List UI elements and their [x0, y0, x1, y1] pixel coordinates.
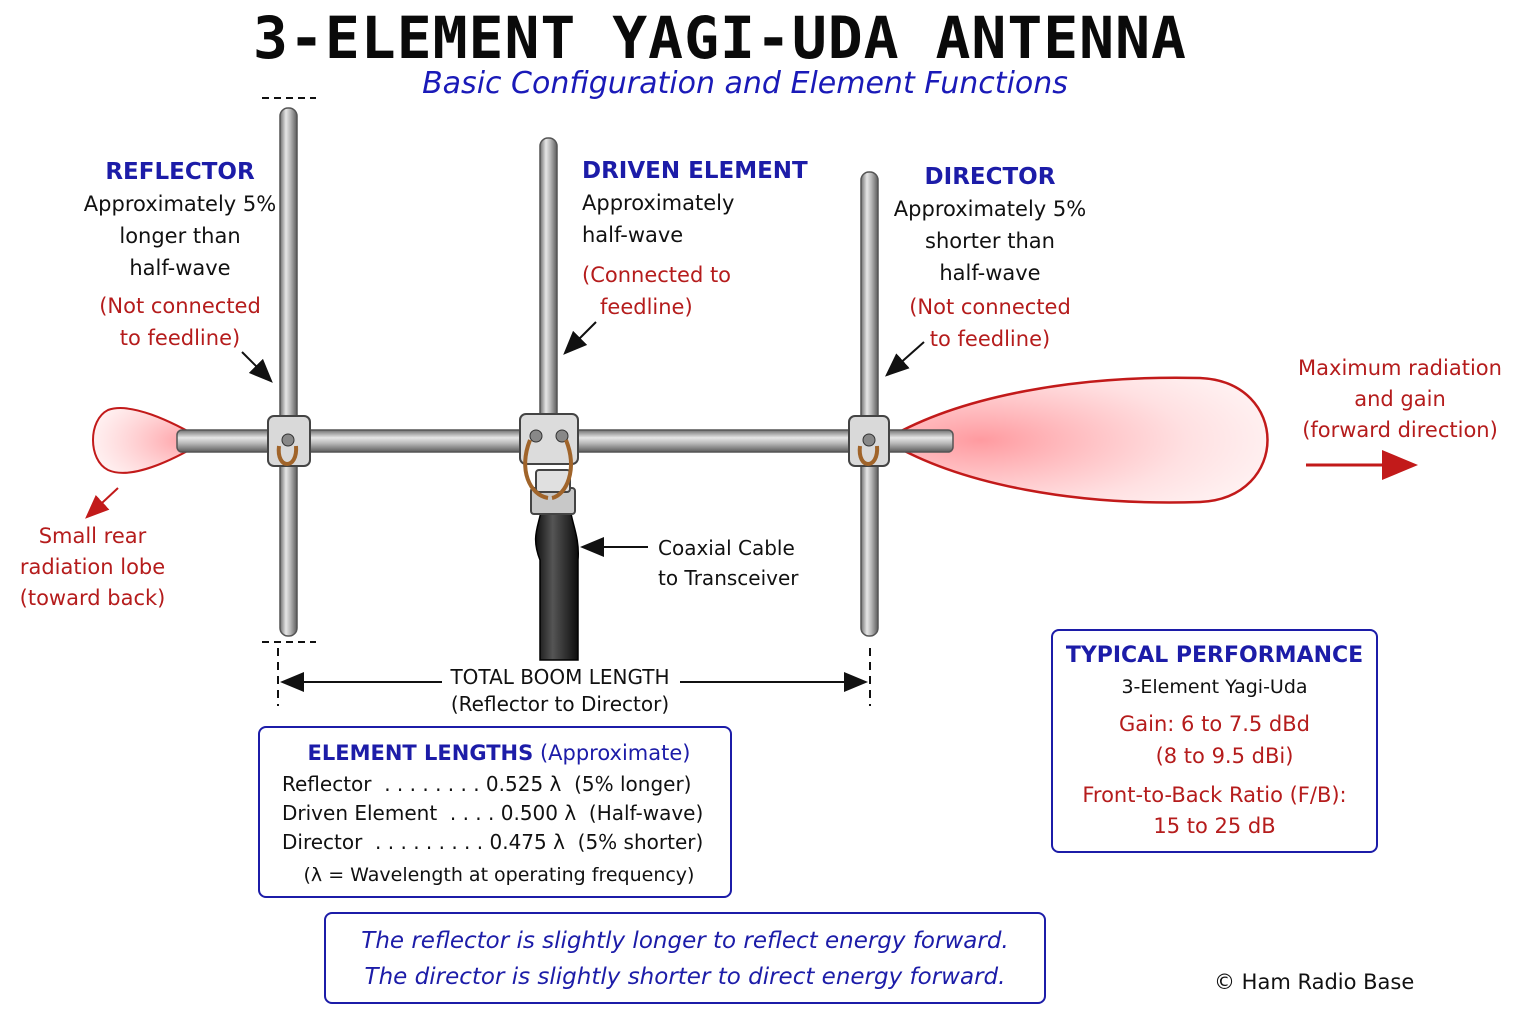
- performance-fb-value: 15 to 25 dB: [1153, 814, 1276, 838]
- coax-line-2: to Transceiver: [658, 566, 799, 590]
- reflector-heading: REFLECTOR: [105, 159, 255, 185]
- driven-element: [539, 137, 558, 429]
- driven-note-1: (Connected to: [582, 263, 732, 287]
- element-lengths-heading-suffix: (Approximate): [539, 741, 691, 765]
- performance-gain-dbi: (8 to 9.5 dBi): [1155, 744, 1294, 768]
- driven-note-2: feedline): [600, 295, 693, 319]
- director-label: DIRECTOR Approximately 5% shorter than h…: [885, 161, 1095, 355]
- element-lengths-heading: ELEMENT LENGTHS: [307, 741, 534, 765]
- summary-line-2: The director is slightly shorter to dire…: [364, 964, 1006, 990]
- rear-lobe-arrow: [85, 487, 119, 519]
- rear-lobe-label: Small rear radiation lobe (toward back): [10, 521, 175, 614]
- coax-label: Coaxial Cable to Transceiver: [658, 533, 799, 593]
- element-length-row: Director . . . . . . . . . 0.475 λ (5% s…: [282, 830, 704, 854]
- reflector-desc-1: Approximately 5%: [83, 192, 277, 216]
- forward-radiation-label: Maximum radiation and gain (forward dire…: [1290, 353, 1510, 446]
- summary-box: The reflector is slightly longer to refl…: [324, 912, 1046, 1004]
- director-heading: DIRECTOR: [924, 164, 1056, 190]
- reflector-note-1: (Not connected: [99, 294, 261, 318]
- reflector-element: [279, 107, 298, 637]
- copyright-text: © Ham Radio Base: [1214, 970, 1415, 994]
- rear-lobe-line-2: radiation lobe: [19, 555, 166, 579]
- rear-radiation-lobe: [92, 407, 207, 474]
- element-lengths-title: ELEMENT LENGTHS (Approximate): [282, 736, 716, 770]
- coax-line-1: Coaxial Cable: [658, 536, 795, 560]
- forward-radiation-lobe: [882, 376, 1269, 504]
- wavelength-note: (λ = Wavelength at operating frequency): [303, 864, 695, 886]
- driven-desc-1: Approximately: [582, 191, 735, 215]
- element-length-row: Reflector . . . . . . . . 0.525 λ (5% lo…: [282, 772, 692, 796]
- director-element: [860, 171, 879, 637]
- director-note-2: to feedline): [929, 327, 1051, 351]
- reflector-label: REFLECTOR Approximately 5% longer than h…: [70, 156, 290, 354]
- forward-line-2: and gain: [1354, 387, 1446, 411]
- director-desc-1: Approximately 5%: [893, 197, 1087, 221]
- typical-performance-box: TYPICAL PERFORMANCE 3-Element Yagi-Uda G…: [1051, 629, 1378, 853]
- rear-lobe-line-1: Small rear: [38, 524, 147, 548]
- reflector-desc-3: half-wave: [129, 256, 231, 280]
- director-desc-3: half-wave: [939, 261, 1041, 285]
- performance-subtitle: 3-Element Yagi-Uda: [1121, 676, 1308, 698]
- summary-line-1: The reflector is slightly longer to refl…: [361, 928, 1009, 954]
- performance-gain: Gain: 6 to 7.5 dBd: [1119, 712, 1310, 736]
- director-pointer-arrow: [885, 341, 925, 377]
- element-lengths-box: ELEMENT LENGTHS (Approximate) Reflector …: [258, 726, 732, 898]
- driven-desc-2: half-wave: [582, 223, 684, 247]
- driven-feedpoint-clamp: [519, 413, 579, 500]
- driven-heading: DRIVEN ELEMENT: [582, 158, 808, 184]
- forward-line-3: (forward direction): [1302, 418, 1498, 442]
- boom-length-sub: (Reflector to Director): [450, 692, 670, 716]
- boom-length-label: TOTAL BOOM LENGTH (Reflector to Director…: [440, 664, 680, 718]
- rear-lobe-line-3: (toward back): [19, 586, 166, 610]
- performance-fb-label: Front-to-Back Ratio (F/B):: [1082, 783, 1347, 807]
- reflector-clamp: [267, 415, 311, 467]
- boom-length-title: TOTAL BOOM LENGTH: [450, 665, 670, 689]
- director-note-1: (Not connected: [909, 295, 1071, 319]
- director-desc-2: shorter than: [925, 229, 1055, 253]
- forward-line-1: Maximum radiation: [1298, 356, 1502, 380]
- coaxial-cable: [534, 504, 579, 661]
- driven-label: DRIVEN ELEMENT Approximately half-wave (…: [582, 155, 812, 323]
- page-subtitle: Basic Configuration and Element Function…: [422, 66, 1068, 101]
- element-length-row: Driven Element . . . . 0.500 λ (Half-wav…: [282, 801, 704, 825]
- reflector-desc-2: longer than: [119, 224, 241, 248]
- performance-title: TYPICAL PERFORMANCE: [1065, 643, 1364, 668]
- driven-pointer-arrow: [563, 321, 597, 355]
- director-clamp: [848, 415, 890, 467]
- reflector-pointer-arrow: [241, 351, 273, 383]
- reflector-note-2: to feedline): [119, 326, 241, 350]
- page-title: 3-ELEMENT YAGI-UDA ANTENNA: [253, 4, 1187, 72]
